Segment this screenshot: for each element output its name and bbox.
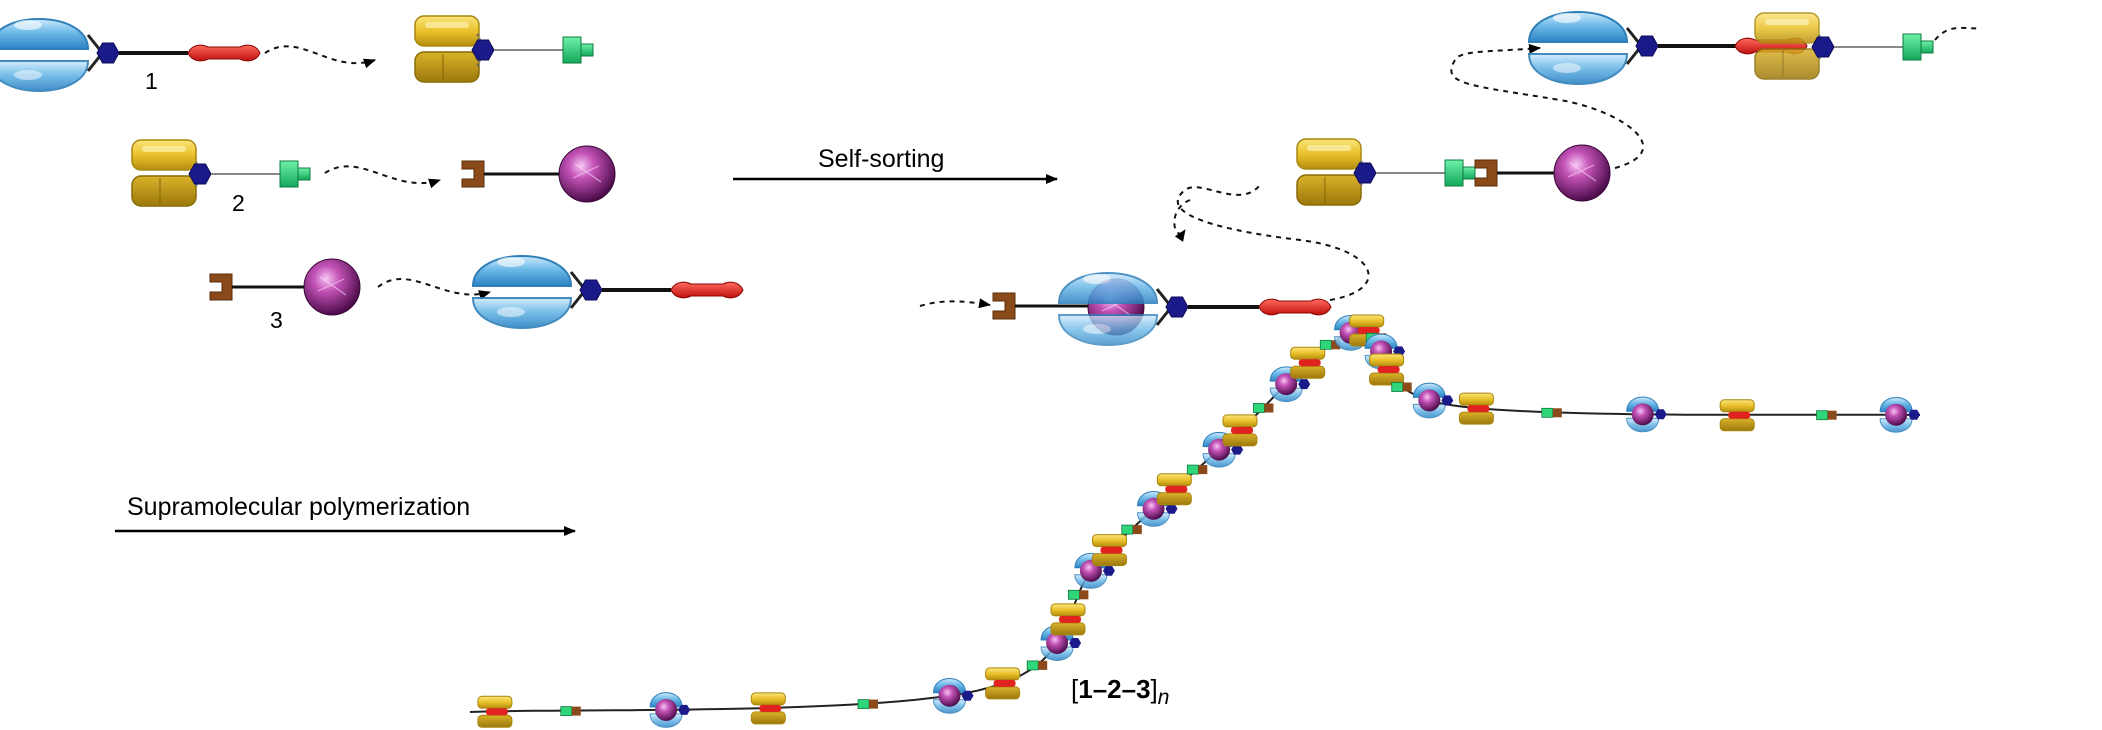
monomer-2 <box>131 139 311 207</box>
pillararene-guest-partner <box>414 15 594 83</box>
polymer-pillar-unit <box>1050 603 1086 636</box>
polymer-open-bracket: [ <box>1071 674 1079 704</box>
hexagon-branch-icon <box>96 42 120 64</box>
polymer-green-link <box>1026 660 1048 671</box>
polymer-green-link <box>1319 339 1341 350</box>
polymer-green-link <box>1541 407 1562 418</box>
polymer-subscript: n <box>1157 686 1170 709</box>
polymer-pillar-unit <box>985 667 1021 700</box>
self-sorted-assembly <box>919 11 1981 346</box>
green-guest-icon <box>279 160 311 188</box>
polymer-pillar-unit <box>750 692 786 725</box>
monomer-1-label: 1 <box>145 68 158 94</box>
polymer-pillar-unit <box>1222 414 1258 447</box>
ammonium-sphere-partner <box>461 145 616 203</box>
polymer-crown-sphere-unit <box>1626 396 1667 433</box>
polymer-green-link <box>560 706 581 716</box>
monomer-2-label: 2 <box>232 190 245 216</box>
polymerization-label: Supramolecular polymerization <box>127 493 471 521</box>
pillararene-host-icon <box>1296 138 1362 206</box>
pillararene-host-icon <box>131 139 197 207</box>
monomer-3 <box>209 258 361 316</box>
polymer-pillar-unit <box>1290 346 1326 379</box>
green-guest-icon <box>1902 33 1934 61</box>
interaction-dashed-arrow <box>264 45 376 69</box>
interaction-dashed-arrow <box>324 165 441 189</box>
polymer-close-bracket: ] <box>1150 674 1158 704</box>
purple-sphere-icon <box>558 145 616 203</box>
polymer-pillar-unit <box>1719 399 1755 432</box>
pillararene-host-icon <box>414 15 480 83</box>
polymer-pillar-unit <box>477 695 513 728</box>
polymer-crown-sphere-unit <box>1879 397 1921 433</box>
polymer-crown-sphere-unit <box>1040 625 1082 661</box>
polymer-chain <box>469 314 1921 728</box>
red-guest-icon <box>1258 298 1332 316</box>
self-sorting-label: Self-sorting <box>818 145 945 173</box>
hexagon-branch-icon <box>188 163 212 185</box>
polymer-green-link <box>1186 464 1208 475</box>
polymer-crown-sphere-unit <box>932 678 974 714</box>
polymer-pillar-unit <box>1369 353 1405 386</box>
polymer-green-link <box>1253 403 1274 413</box>
polymer-crown-sphere-unit <box>1412 382 1454 419</box>
interaction-dashed-arrow <box>377 278 491 300</box>
red-guest-icon <box>187 44 261 62</box>
hexagon-branch-icon <box>1635 35 1659 57</box>
polymer-green-link <box>1068 589 1089 600</box>
red-guest-icon <box>670 281 744 299</box>
polymer-crown-sphere-unit <box>1074 553 1115 589</box>
brown-ammonium-icon <box>461 160 485 188</box>
polymer-pillar-unit <box>1458 392 1494 425</box>
hexagon-branch-icon <box>471 39 495 61</box>
polymer-formula-label: [1–2–3]n <box>1071 674 1169 709</box>
polymer-backbone <box>469 328 1921 713</box>
purple-sphere-icon <box>1553 144 1611 202</box>
brown-ammonium-icon <box>1474 159 1498 187</box>
polymer-green-link <box>857 699 878 709</box>
hexagon-branch-icon <box>1353 162 1377 184</box>
crown-ether-host-icon <box>0 18 89 92</box>
hexagon-branch-icon <box>579 279 603 301</box>
polymer-repeat-unit: 1–2–3 <box>1078 674 1151 704</box>
polymer-green-link <box>1391 382 1412 392</box>
polymer-green-link <box>1816 410 1837 421</box>
crown-red-partner <box>472 255 744 329</box>
monomer-1 <box>0 18 261 92</box>
crown-ether-host-icon <box>1528 11 1628 85</box>
polymer-crown-sphere-unit <box>649 692 691 728</box>
polymer-green-link <box>1121 524 1142 535</box>
purple-sphere-icon <box>303 258 361 316</box>
monomer-3-label: 3 <box>270 307 283 333</box>
polymer-pillar-unit <box>1092 534 1127 567</box>
polymer-pillar-unit <box>1156 473 1192 506</box>
hexagon-branch-icon <box>1811 36 1835 58</box>
green-guest-icon <box>1444 159 1476 187</box>
brown-ammonium-icon <box>992 292 1016 320</box>
green-guest-icon <box>562 36 594 64</box>
hexagon-branch-icon <box>1165 296 1189 318</box>
brown-ammonium-icon <box>209 273 233 301</box>
